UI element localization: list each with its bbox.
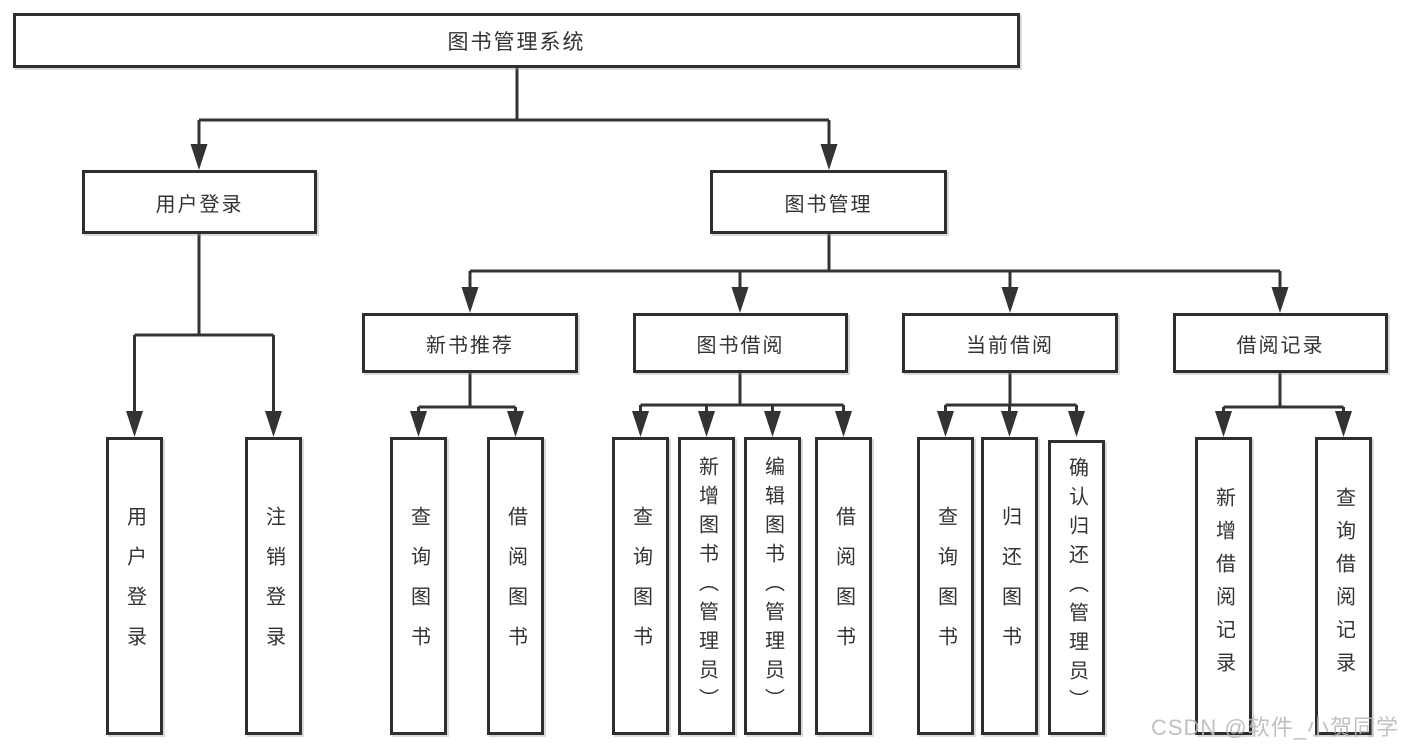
leaf-query-books-current: 查询图书 xyxy=(917,437,974,735)
node-user-login: 用户登录 xyxy=(82,170,317,234)
connector-new-book-rec-to-leaves xyxy=(410,373,524,437)
connector-borrow-record-to-leaves xyxy=(1215,373,1352,437)
csdn-watermark: CSDN @软件_小贺同学 xyxy=(1150,715,1399,740)
node-book-borrowing: 图书借阅 xyxy=(633,313,848,373)
node-current-borrowing: 当前借阅 xyxy=(902,313,1118,373)
leaf-borrow-books: 借阅图书 xyxy=(815,437,872,735)
node-root-system: 图书管理系统 xyxy=(13,13,1020,68)
node-new-book-recommend: 新书推荐 xyxy=(362,313,578,373)
leaf-return-books: 归还图书 xyxy=(981,437,1038,735)
leaf-query-books-borrowing: 查询图书 xyxy=(612,437,669,735)
connector-book-borrow-to-leaves xyxy=(632,373,852,437)
connector-book-mgmt-to-level3 xyxy=(461,233,1289,313)
leaf-add-books-admin: 新增图书（管理员） xyxy=(678,437,735,735)
node-book-management: 图书管理 xyxy=(710,170,947,234)
connector-root-to-level2 xyxy=(190,68,838,170)
leaf-borrow-books-recommend: 借阅图书 xyxy=(487,437,544,735)
leaf-confirm-return-admin: 确认归还（管理员） xyxy=(1048,440,1105,735)
connector-user-login-to-leaves xyxy=(126,233,282,437)
connector-current-borrow-to-leaves xyxy=(937,373,1085,437)
leaf-logout: 注销登录 xyxy=(245,437,302,735)
leaf-user-login: 用户登录 xyxy=(106,437,163,735)
node-borrowing-records: 借阅记录 xyxy=(1173,313,1388,373)
leaf-edit-books-admin: 编辑图书（管理员） xyxy=(744,437,801,735)
leaf-query-borrow-record: 查询借阅记录 xyxy=(1315,437,1372,735)
leaf-add-borrow-record: 新增借阅记录 xyxy=(1195,437,1252,735)
leaf-query-books-recommend: 查询图书 xyxy=(390,437,447,735)
